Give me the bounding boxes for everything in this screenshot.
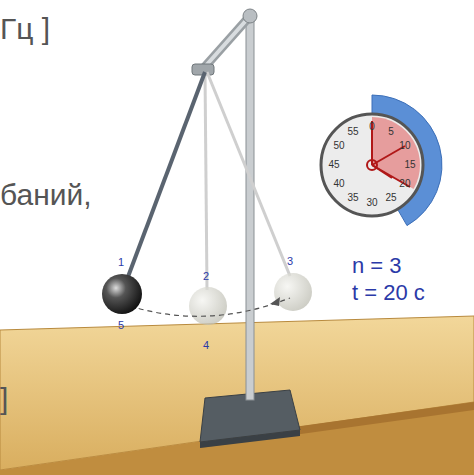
pendulum-ball — [102, 274, 142, 314]
clock-face — [321, 114, 423, 216]
position-number: 4 — [203, 340, 209, 351]
position-number: 1 — [118, 257, 124, 268]
red-sector — [372, 117, 420, 189]
dial-number: 55 — [347, 127, 358, 137]
ghost-ball — [274, 273, 312, 311]
ghost-string — [205, 72, 207, 290]
dial-number: 20 — [399, 179, 410, 189]
ghost-string — [207, 72, 290, 276]
stand-rod — [246, 16, 254, 400]
trajectory — [130, 298, 290, 316]
count-value: n = 3 — [352, 255, 402, 277]
dial-number: 25 — [385, 193, 396, 203]
dial-number: 0 — [369, 122, 375, 132]
dial-number: 40 — [334, 179, 345, 189]
pendulum-string — [126, 72, 205, 282]
text-fragment: ] — [0, 384, 8, 414]
stand-base-edge — [200, 430, 300, 448]
position-number: 3 — [287, 256, 293, 267]
clock-center — [367, 160, 377, 170]
dial-number: 5 — [388, 127, 394, 137]
stand-arm-highlight — [202, 16, 250, 70]
clock-hand — [372, 165, 392, 178]
dial-number: 50 — [334, 141, 345, 151]
dial-number: 45 — [328, 160, 339, 170]
position-number: 2 — [203, 271, 209, 282]
rod-cap — [243, 9, 257, 23]
position-number: 5 — [118, 320, 124, 331]
heading-fragment: Гц ] — [0, 14, 50, 44]
dial-number: 15 — [404, 160, 415, 170]
stand-arm — [202, 16, 250, 70]
ghost-ball — [189, 287, 227, 325]
dial-number: 10 — [399, 141, 410, 151]
trajectory-arrow — [270, 297, 280, 306]
dial-number: 30 — [366, 198, 377, 208]
dial-number: 35 — [347, 193, 358, 203]
text-fragment: баний, — [0, 180, 92, 210]
time-value: t = 20 с — [352, 282, 425, 304]
